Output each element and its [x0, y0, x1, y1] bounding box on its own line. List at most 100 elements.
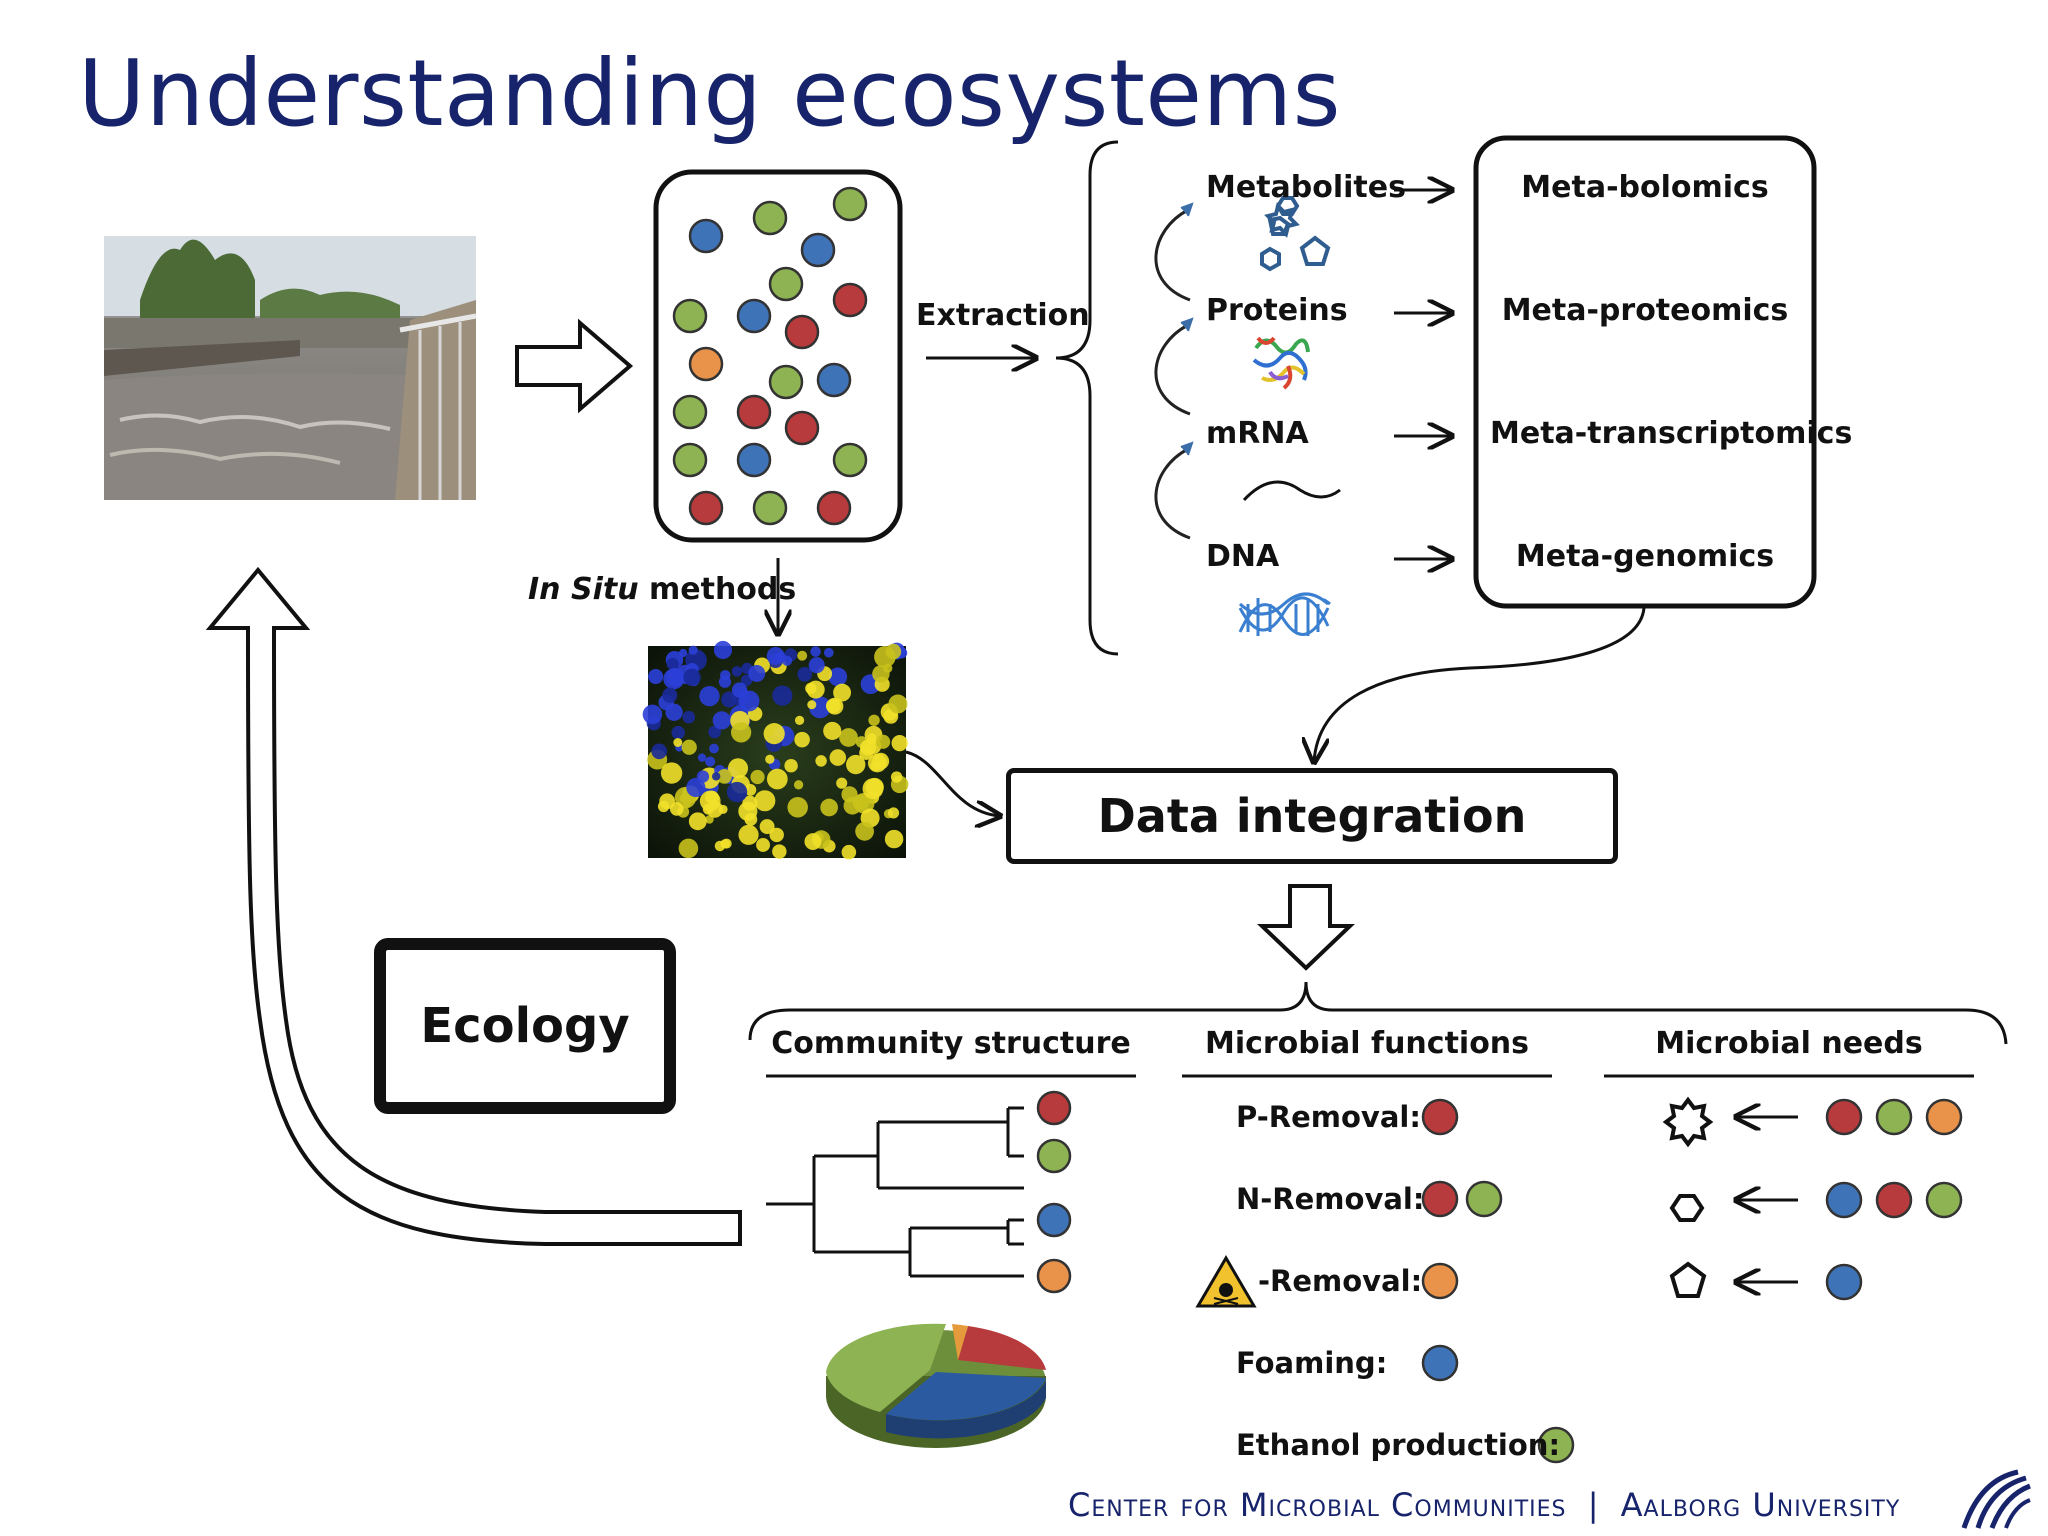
function-toxic-removal: -Removal:	[1258, 1264, 1423, 1298]
dendrogram-leaf-green	[1036, 1138, 1072, 1174]
molecule-mrna: mRNA	[1206, 416, 1309, 451]
blue-cell-spot	[666, 657, 679, 671]
red-cell-dot	[688, 490, 724, 526]
green-cell-dot	[672, 298, 708, 334]
blue-cell-spot	[810, 646, 821, 657]
red-cell-dot	[816, 490, 852, 526]
yellow-cell-spot	[815, 755, 827, 767]
needs-dot-green	[1875, 1098, 1913, 1136]
yellow-cell-spot	[759, 819, 775, 835]
column-microbial-needs: Microbial needs	[1655, 1026, 1923, 1061]
ecology-box: Ecology	[374, 938, 676, 1114]
omics-metabolomics: Meta-bolomics	[1521, 170, 1769, 205]
needs-dot-blue	[1825, 1263, 1863, 1301]
blue-cell-spot	[678, 648, 688, 658]
yellow-cell-spot	[793, 780, 804, 790]
blue-cell-spot	[705, 756, 716, 767]
yellow-cell-spot	[731, 722, 752, 743]
green-cell-dot	[672, 442, 708, 478]
omics-box	[1473, 135, 1817, 609]
needs-dot-blue	[1825, 1181, 1863, 1219]
yellow-cell-spot	[717, 768, 732, 784]
yellow-cell-spot	[738, 824, 759, 845]
function-dot-red	[1421, 1180, 1459, 1218]
yellow-cell-spot	[682, 799, 692, 808]
yellow-cell-spot	[855, 821, 874, 841]
yellow-cell-spot	[738, 801, 758, 821]
yellow-cell-spot	[823, 721, 842, 740]
function-dot-green	[1537, 1426, 1575, 1464]
yellow-cell-spot	[673, 738, 683, 747]
blue-cell-spot	[718, 675, 732, 688]
yellow-cell-spot	[669, 802, 684, 816]
column-microbial-functions: Microbial functions	[1204, 1026, 1530, 1061]
blue-cell-spot	[731, 682, 748, 698]
blue-cell-spot	[748, 664, 766, 682]
needs-dot-red	[1825, 1098, 1863, 1136]
blue-cell-spot	[683, 668, 701, 686]
yellow-cell-spot	[769, 827, 784, 843]
yellow-cell-spot	[705, 815, 714, 824]
extraction-label: Extraction	[916, 298, 1090, 333]
treatment-plant-photo	[104, 236, 477, 500]
needs-star-icon	[1662, 1096, 1714, 1148]
omics-transcriptomics: Meta-transcriptomics	[1490, 416, 1853, 451]
yellow-cell-spot	[885, 643, 902, 660]
footer: Center for Microbial Communities | Aalbo…	[1068, 1486, 1900, 1524]
yellow-cell-spot	[765, 754, 775, 764]
needs-dot-orange	[1925, 1098, 1963, 1136]
blue-cell-spot	[772, 685, 793, 706]
blue-cell-spot	[648, 668, 664, 685]
blue-cell-spot	[651, 743, 668, 760]
red-cell-dot	[736, 394, 772, 430]
yellow-cell-spot	[681, 739, 697, 755]
yellow-cell-spot	[888, 694, 908, 714]
dendrogram	[766, 1106, 1024, 1278]
yellow-cell-spot	[714, 840, 726, 852]
yellow-cell-spot	[804, 833, 822, 850]
yellow-cell-spot	[841, 844, 857, 860]
dendrogram-leaf-blue	[1036, 1202, 1072, 1238]
needs-dot-red	[1875, 1181, 1913, 1219]
footer-separator: |	[1587, 1486, 1600, 1524]
lower-brace	[748, 981, 2008, 1045]
function-dot-red	[1421, 1098, 1459, 1136]
orange-cell-dot	[688, 346, 724, 382]
yellow-cell-spot	[772, 844, 787, 859]
blue-cell-spot	[682, 710, 696, 724]
molecule-dna: DNA	[1206, 539, 1280, 574]
hollow-arrow-down	[1257, 884, 1355, 971]
blue-cell-spot	[731, 666, 743, 677]
column-community-structure: Community structure	[771, 1026, 1131, 1061]
yellow-cell-spot	[868, 714, 880, 726]
green-cell-dot	[832, 186, 868, 222]
blue-cell-spot	[766, 647, 785, 665]
yellow-cell-spot	[872, 665, 890, 683]
blue-cell-spot	[671, 725, 685, 740]
yellow-cell-spot	[829, 749, 847, 766]
yellow-cell-spot	[754, 790, 776, 812]
in-situ-methods: methods	[638, 572, 797, 607]
function-p-removal: P-Removal:	[1236, 1100, 1421, 1134]
blue-cell-spot	[726, 781, 748, 803]
yellow-cell-spot	[657, 800, 670, 813]
footer-center: Center for Microbial Communities	[1068, 1486, 1567, 1524]
blue-cell-spot	[711, 772, 721, 781]
blue-cell-spot	[721, 691, 738, 708]
function-foaming: Foaming:	[1236, 1346, 1388, 1380]
protein-icon	[1252, 336, 1310, 390]
blue-cell-dot	[736, 298, 772, 334]
omics-genomics: Meta-genomics	[1515, 539, 1775, 574]
blue-cell-spot	[697, 753, 707, 762]
blue-cell-dot	[800, 232, 836, 268]
molecule-metabolites: Metabolites	[1206, 170, 1406, 205]
function-dot-orange	[1421, 1262, 1459, 1300]
feedback-arrow	[205, 566, 742, 1246]
yellow-cell-spot	[688, 812, 707, 831]
blue-cell-spot	[709, 743, 719, 754]
yellow-cell-spot	[660, 762, 683, 784]
hollow-arrow-right	[515, 318, 634, 414]
blue-cell-spot	[713, 640, 733, 660]
yellow-cell-spot	[763, 723, 785, 745]
